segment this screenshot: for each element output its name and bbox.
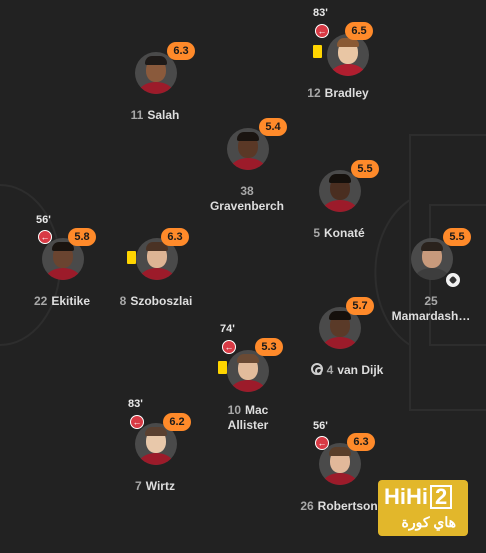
- rating-badge: 5.8: [68, 228, 96, 246]
- avatar: [227, 350, 269, 392]
- avatar: [135, 52, 177, 94]
- rating-badge: 5.4: [259, 118, 287, 136]
- rating-badge: 6.5: [345, 22, 373, 40]
- sub-minute: 56': [313, 420, 328, 432]
- rating-badge: 6.3: [161, 228, 189, 246]
- sub-minute: 56': [36, 214, 51, 226]
- logo-arabic: هاي كورة: [401, 514, 457, 530]
- rating-badge: 6.3: [167, 42, 195, 60]
- avatar: [319, 443, 361, 485]
- rating-badge: 5.7: [346, 297, 374, 315]
- captain-icon: [310, 363, 323, 375]
- avatar: [327, 34, 369, 76]
- sub-off-icon: ←: [222, 340, 236, 354]
- ball-icon: [444, 271, 462, 289]
- rating-badge: 6.2: [163, 413, 191, 431]
- rating-badge: 5.3: [255, 338, 283, 356]
- rating-badge: 5.5: [351, 160, 379, 178]
- avatar: [135, 423, 177, 465]
- sub-minute: 74': [220, 323, 235, 335]
- sub-minute: 83': [128, 398, 143, 410]
- avatar: [319, 307, 361, 349]
- rating-badge: 6.3: [347, 433, 375, 451]
- sub-off-icon: ←: [130, 415, 144, 429]
- rating-badge: 5.5: [443, 228, 471, 246]
- avatar: [227, 128, 269, 170]
- avatar: [319, 170, 361, 212]
- sub-off-icon: ←: [315, 436, 329, 450]
- sub-minute: 83': [313, 7, 328, 19]
- sub-off-icon: ←: [38, 230, 52, 244]
- sub-off-icon: ←: [315, 24, 329, 38]
- yellow-card-icon: [312, 44, 323, 59]
